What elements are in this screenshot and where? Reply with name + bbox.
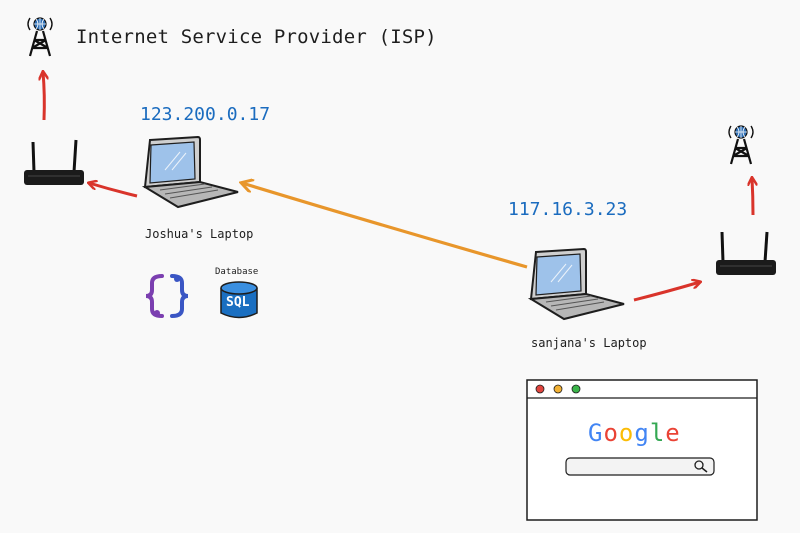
laptop-label-right: sanjana's Laptop xyxy=(531,336,647,350)
ip-label-left: 123.200.0.17 xyxy=(140,104,271,125)
arrow-router-right-to-tower xyxy=(752,178,753,216)
diagram-title: Internet Service Provider (ISP) xyxy=(76,26,437,48)
arrow-laptop-left-to-router xyxy=(89,183,138,198)
browser-window xyxy=(526,379,758,521)
laptop-label-left: Joshua's Laptop xyxy=(145,227,254,241)
cell-tower-icon-left xyxy=(27,17,53,57)
window-minimize-dot xyxy=(553,384,563,394)
search-icon xyxy=(694,460,708,473)
database-label: SQL xyxy=(226,295,250,310)
google-letter: e xyxy=(665,419,681,447)
google-logo: Google xyxy=(588,419,681,447)
google-letter: o xyxy=(618,419,635,447)
cell-tower-icon-right xyxy=(728,125,754,165)
ip-label-right: 117.16.3.23 xyxy=(508,199,628,220)
router-icon-right xyxy=(716,231,776,275)
search-bar xyxy=(565,457,715,476)
code-braces-icon xyxy=(145,274,189,318)
router-icon-left xyxy=(24,139,84,185)
arrow-router-left-to-tower xyxy=(43,72,44,121)
laptop-icon-right xyxy=(527,247,625,321)
arrow-laptop-right-to-router xyxy=(633,282,700,302)
window-maximize-dot xyxy=(571,384,581,394)
database-caption: Database xyxy=(215,267,259,277)
google-letter: g xyxy=(634,419,650,447)
laptop-icon-left xyxy=(141,135,239,209)
window-close-dot xyxy=(535,384,545,394)
google-letter: o xyxy=(603,419,619,447)
database-icon xyxy=(220,281,258,319)
arrow-laptop-right-to-laptop-left xyxy=(242,183,528,269)
google-letter: l xyxy=(649,419,666,447)
google-letter: G xyxy=(588,419,604,447)
